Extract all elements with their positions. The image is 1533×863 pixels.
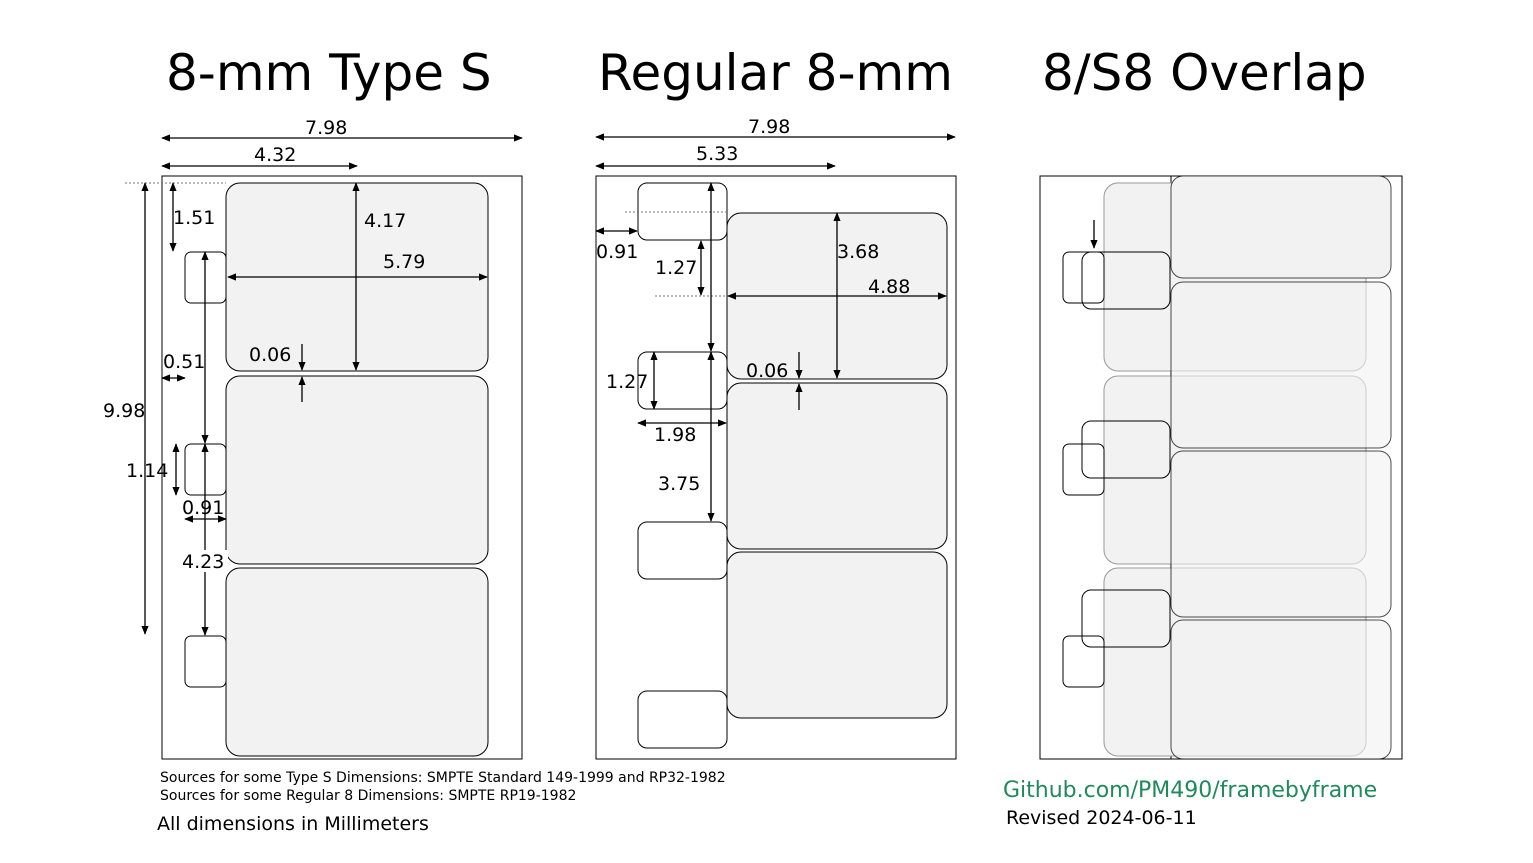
regular8-pitch-label: 3.75 <box>658 473 700 495</box>
overlap-regular8-perf-3 <box>1081 589 1171 648</box>
super8-frame-3 <box>225 567 489 757</box>
regular8-perf-height-label: 1.27 <box>606 371 648 393</box>
overlap-regular8-frame-1 <box>1170 281 1392 449</box>
regular8-center-label: 5.33 <box>696 143 738 165</box>
source-note-regular8: Sources for some Regular 8 Dimensions: S… <box>160 788 576 804</box>
regular8-perforation-3 <box>637 521 728 580</box>
super8-width-label: 7.98 <box>305 117 347 139</box>
overlap-regular8-perf-2 <box>1081 420 1171 479</box>
overlap-regular8-frame-2 <box>1170 450 1392 618</box>
regular8-frame-2 <box>726 382 948 550</box>
super8-gap-label: 0.06 <box>249 344 291 366</box>
super8-perf-width-label: 0.91 <box>182 497 224 519</box>
super8-perf-edge-label: 1.51 <box>173 207 215 229</box>
overlap-super8-perf-3 <box>1062 635 1105 688</box>
regular8-gap-label: 0.06 <box>746 360 788 382</box>
overlap-diagram <box>1039 175 1403 760</box>
overlap-title: 8/S8 Overlap <box>1042 44 1367 102</box>
regular8-frame-width-label: 4.88 <box>868 276 910 298</box>
super8-perforation-3 <box>184 635 227 688</box>
regular8-perf-width-label: 1.98 <box>654 424 696 446</box>
super8-title: 8-mm Type S <box>166 44 492 102</box>
super8-edge-offset-label: 0.51 <box>163 351 205 373</box>
super8-pitch-label: 4.23 <box>182 551 224 573</box>
regular8-perforation-4 <box>637 690 728 749</box>
super8-pitch-label-bg <box>180 550 228 572</box>
regular8-diagram: 7.98 5.33 0.91 1.27 3.68 4.88 1.27 0.06 … <box>595 116 957 760</box>
super8-perf-height-label: 1.14 <box>126 460 168 482</box>
regular8-perforation-2 <box>637 351 728 410</box>
super8-frame-height-label: 4.17 <box>364 210 406 232</box>
overlap-super8-perf-1 <box>1062 251 1105 304</box>
source-note-super8: Sources for some Type S Dimensions: SMPT… <box>160 770 726 786</box>
regular8-width-label: 7.98 <box>748 116 790 138</box>
regular8-title: Regular 8-mm <box>598 44 953 102</box>
overlap-regular8-perf-1 <box>1081 251 1171 310</box>
overlap-regular8-frame-3 <box>1170 619 1392 760</box>
super8-frame-width-label: 5.79 <box>383 251 425 273</box>
github-link[interactable]: Github.com/PM490/framebyframe <box>1003 778 1377 803</box>
regular8-perf-offset-label: 1.27 <box>655 257 697 279</box>
super8-five-pitch-label: 9.98 <box>103 400 145 422</box>
super8-diagram: 7.98 4.32 1.51 4.17 5.79 0.51 0.06 9.98 … <box>103 117 523 760</box>
super8-center-label: 4.32 <box>254 144 296 166</box>
units-note: All dimensions in Millimeters <box>157 813 429 835</box>
revised-date: Revised 2024-06-11 <box>1006 807 1197 829</box>
super8-frame-2 <box>225 375 489 565</box>
overlap-regular8-frame-0 <box>1170 175 1392 279</box>
regular8-perf-edge-label: 0.91 <box>596 241 638 263</box>
regular8-frame-height-label: 3.68 <box>837 241 879 263</box>
regular8-frame-3 <box>726 551 948 719</box>
overlap-super8-perf-2 <box>1062 443 1105 496</box>
